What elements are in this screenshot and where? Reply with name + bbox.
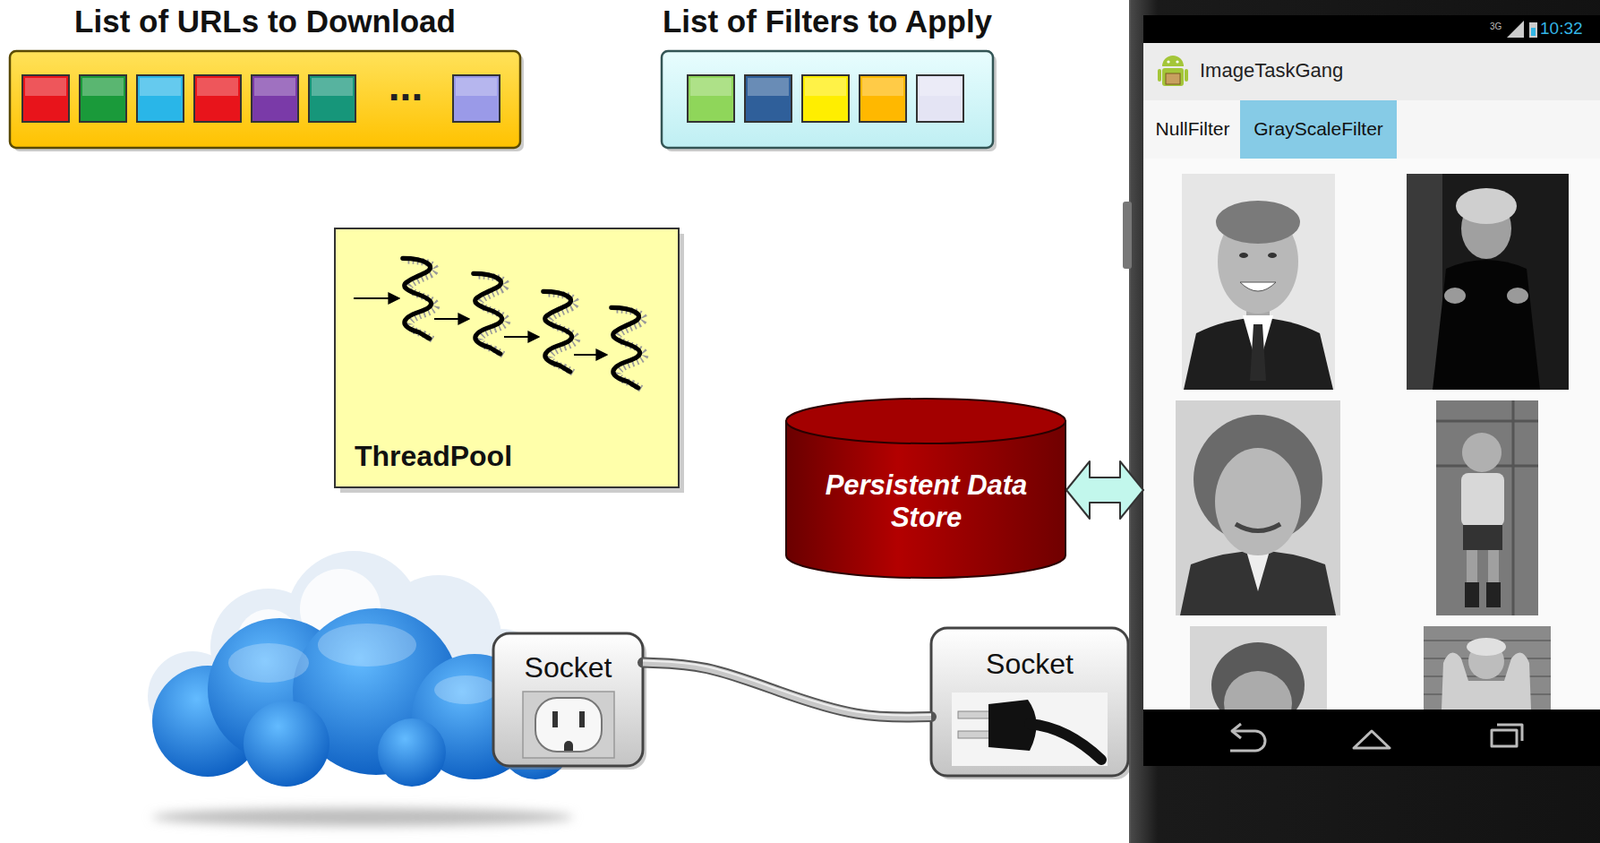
data-store-cylinder-text: Persistent Data Store xyxy=(819,469,1035,533)
filter-tab: NullFilter xyxy=(1145,100,1241,159)
text-slot: ThreadPool xyxy=(354,439,651,473)
text-slot: Socket xyxy=(493,650,643,685)
data-store-cylinder: Persistent Data Store xyxy=(786,398,1067,578)
list-heading: List of URLs to Download xyxy=(74,3,456,40)
socket-box: Socket xyxy=(493,633,643,766)
text-slot: Persistent Data Store xyxy=(819,469,1035,533)
cable-core xyxy=(642,662,932,718)
status-clock: 10:32 xyxy=(1540,18,1583,39)
thread-pool-box: ThreadPool xyxy=(334,228,679,488)
text-slot: NullFilter xyxy=(1155,118,1231,140)
filter-tab-selected: GrayScaleFilter xyxy=(1240,100,1397,159)
network-cable xyxy=(642,660,932,718)
app-title: ImageTaskGang xyxy=(1199,59,1344,82)
cable-outline xyxy=(642,662,932,718)
filter-list-bar: List of Filters to Apply xyxy=(661,0,993,148)
phone-screen: NullFilter GrayScaleFilter 10:32ImageTaskG… xyxy=(1143,15,1600,766)
ellipsis-mark: ... xyxy=(388,62,423,111)
filter-tab-text: NullFilter xyxy=(1155,118,1231,140)
double-arrow xyxy=(1066,461,1144,519)
socket-box: Socket xyxy=(931,627,1129,776)
cable-shine xyxy=(642,660,932,716)
text-slot: 3G xyxy=(1489,17,1502,34)
text-slot: Socket xyxy=(931,647,1129,681)
socket-label: Socket xyxy=(985,647,1074,681)
list-heading: List of Filters to Apply xyxy=(662,3,993,40)
text-slot: ImageTaskGang xyxy=(1199,59,1469,82)
text-slot: List of URLs to Download xyxy=(0,3,530,40)
socket-label: Socket xyxy=(524,650,613,685)
text-slot: ... xyxy=(360,62,451,111)
pool-label: ThreadPool xyxy=(354,439,513,473)
network-indicator: 3G xyxy=(1489,21,1502,33)
arrow-shape xyxy=(1066,461,1144,519)
filter-tab-selected-text: GrayScaleFilter xyxy=(1253,118,1384,140)
text-slot: GrayScaleFilter xyxy=(1253,118,1384,140)
text-slot: List of Filters to Apply xyxy=(634,3,1020,40)
url-list-bar: List of URLs to Download... xyxy=(9,0,521,148)
text-slot: 10:32 xyxy=(1540,18,1596,39)
